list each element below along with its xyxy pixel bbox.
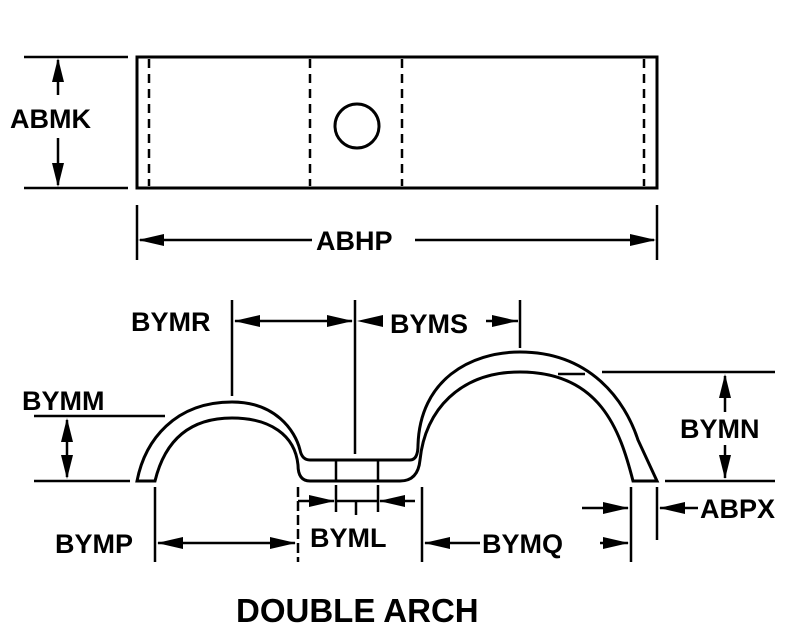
dimension-bottom: BYMP BYML BYMQ ABPX bbox=[55, 485, 775, 562]
side-view bbox=[135, 350, 660, 483]
label-bymn: BYMN bbox=[680, 414, 760, 444]
label-bymm: BYMM bbox=[22, 386, 105, 416]
label-abhp: ABHP bbox=[316, 226, 393, 256]
label-byms: BYMS bbox=[390, 309, 468, 339]
dimension-bymn: BYMN bbox=[558, 370, 775, 483]
label-bymp: BYMP bbox=[55, 529, 133, 559]
dimension-abmk: ABMK bbox=[10, 55, 128, 190]
diagram-title: DOUBLE ARCH bbox=[236, 592, 479, 629]
dimension-bymm: BYMM bbox=[22, 386, 165, 483]
label-bymq: BYMQ bbox=[482, 529, 563, 559]
dimension-bymr-byms: BYMR BYMS bbox=[131, 300, 522, 454]
label-bymr: BYMR bbox=[131, 307, 211, 337]
label-abpx: ABPX bbox=[700, 494, 775, 524]
strap-top-outline bbox=[135, 55, 659, 190]
top-view bbox=[135, 55, 659, 190]
dimension-abhp: ABHP bbox=[135, 205, 659, 260]
mounting-hole bbox=[333, 102, 381, 150]
label-abmk: ABMK bbox=[10, 104, 91, 134]
arch-profile bbox=[135, 350, 660, 483]
label-byml: BYML bbox=[310, 523, 387, 553]
